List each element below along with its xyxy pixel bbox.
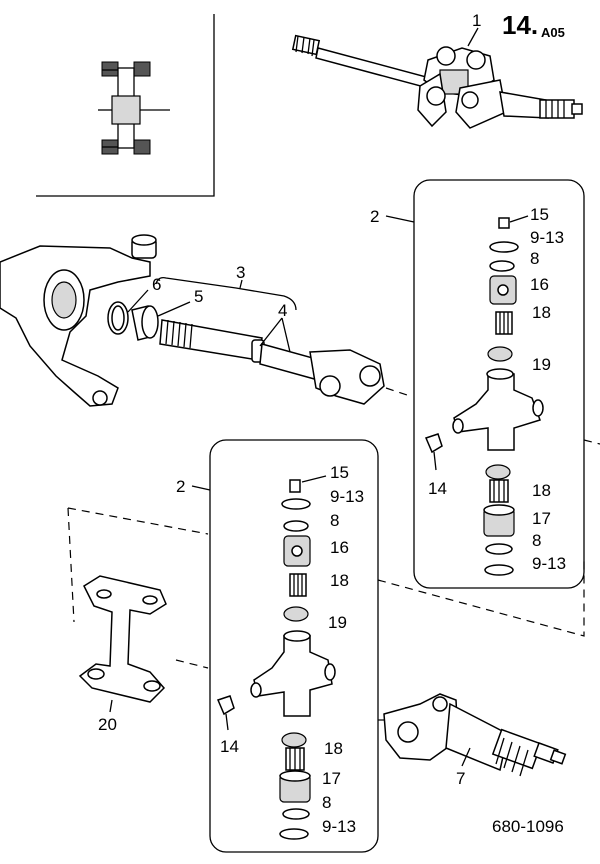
kit-lower-18-b: 18	[324, 739, 343, 758]
callout-14-lower: 14	[220, 737, 239, 756]
kit-upper-19: 19	[532, 355, 551, 374]
kit-lower-9-13-b: 9-13	[322, 817, 356, 836]
callout-2-upper: 2	[370, 207, 379, 226]
axle-shaft-assembly-3: 3 4	[155, 263, 385, 405]
callout-14-upper: 14	[428, 479, 447, 498]
seal-ring-6: 6	[107, 275, 161, 335]
kit-upper-8-a: 8	[530, 249, 539, 268]
kit-lower-18-a: 18	[330, 571, 349, 590]
callout-6: 6	[152, 275, 161, 294]
kit-upper-18-a: 18	[532, 303, 551, 322]
kit-lower-17: 17	[322, 769, 341, 788]
repair-kit-lower: 2 15 9-13 8 16 18 19 18 17 8	[176, 439, 379, 853]
callout-20: 20	[98, 715, 117, 734]
bracket-20: 20	[78, 575, 167, 734]
kit-upper-17: 17	[532, 509, 551, 528]
callout-3: 3	[236, 263, 245, 282]
kit-upper-9-13-a: 9-13	[530, 228, 564, 247]
kit-upper-8-b: 8	[532, 531, 541, 550]
bushing-5: 5	[131, 287, 203, 341]
callout-2-lower: 2	[176, 477, 185, 496]
callout-1: 1	[472, 11, 481, 30]
kit-lower-8-a: 8	[330, 511, 339, 530]
drawing-number: 680-1096	[492, 817, 564, 836]
grease-nipple-14-lower: 14	[216, 695, 239, 756]
callout-4: 4	[278, 301, 287, 320]
axle-shaft-assembly-1: 1	[291, 11, 583, 129]
grease-nipple-14-upper: 14	[424, 433, 447, 498]
kit-lower-16: 16	[330, 538, 349, 557]
repair-kit-upper: 2 15 9-13 8 16 18 19 18 17 8	[370, 179, 585, 589]
callout-5: 5	[194, 287, 203, 306]
kit-lower-9-13-a: 9-13	[330, 487, 364, 506]
kit-upper-15: 15	[530, 205, 549, 224]
page-number: 14.	[502, 10, 538, 40]
assembly-leader-lines	[67, 387, 600, 721]
kit-upper-18-b: 18	[532, 481, 551, 500]
page-header: 14. A05	[502, 10, 565, 40]
kit-lower-8-b: 8	[322, 793, 331, 812]
kit-lower-19: 19	[328, 613, 347, 632]
kit-upper-16: 16	[530, 275, 549, 294]
callout-7: 7	[456, 769, 465, 788]
kit-lower-15: 15	[330, 463, 349, 482]
vehicle-locator-inset	[36, 14, 215, 197]
page-code: A05	[541, 25, 565, 40]
kit-upper-9-13-b: 9-13	[532, 554, 566, 573]
steering-knuckle	[0, 234, 157, 407]
axle-stub-7: 7	[383, 693, 567, 788]
